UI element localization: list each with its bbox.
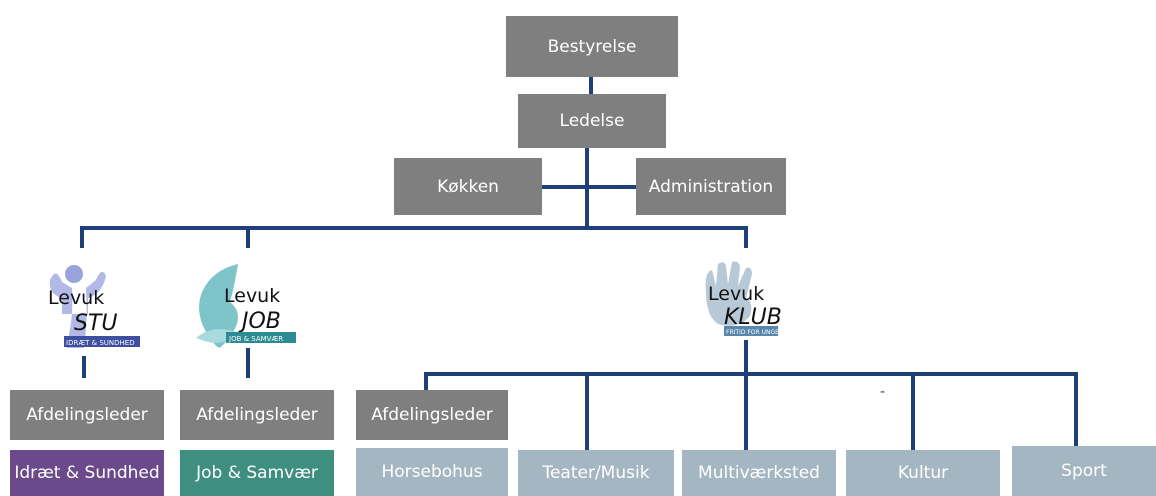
stray-dash-mark: -: [880, 384, 886, 400]
stu-unit-box: Idræt & Sundhed: [10, 450, 164, 496]
connector-department-bar: [80, 226, 748, 230]
klub-logo-word: KLUB: [724, 305, 782, 330]
connector-drop-klub: [744, 226, 748, 248]
connector-drop-leader-klub: [424, 372, 428, 390]
board-box: Bestyrelse: [506, 16, 678, 77]
connector-klub-stem: [744, 340, 748, 450]
connector-drop-job: [246, 226, 250, 248]
job-leaf-shape: [199, 264, 238, 348]
klub-unit-teater-musik: Teater/Musik: [518, 450, 674, 496]
job-unit-box: Job & Samvær: [180, 450, 334, 496]
management-box: Ledelse: [518, 94, 666, 148]
levuk-job-logo: Levuk JOB JOB & SAMVÆR: [196, 264, 296, 348]
connector-drop-stu: [80, 226, 84, 248]
stu-department-leader-box: Afdelingsleder: [10, 390, 164, 440]
klub-unit-kultur: Kultur: [846, 450, 1000, 496]
klub-tagline-bar: [724, 326, 778, 336]
connector-board-management: [589, 77, 593, 94]
connector-drop-kultur: [911, 372, 915, 450]
klub-hand-shape: [705, 261, 752, 326]
kitchen-box: Køkken: [394, 158, 542, 215]
connector-drop-teater: [585, 372, 589, 450]
stu-logo-word: STU: [74, 311, 118, 336]
job-logo-tagline: JOB & SAMVÆR: [228, 335, 283, 343]
stu-tagline-bar: [64, 336, 140, 347]
levuk-stu-logo: Levuk STU IDRÆT & SUNDHED: [48, 265, 140, 348]
klub-department-leader-box: Afdelingsleder: [356, 390, 508, 440]
job-department-leader-box: Afdelingsleder: [180, 390, 334, 440]
administration-box: Administration: [636, 158, 786, 215]
job-tagline-bar: [226, 332, 296, 343]
connector-klub-bar: [424, 372, 1078, 376]
klub-unit-horsebohus: Horsebohus: [356, 448, 508, 496]
connector-job-leader: [246, 348, 250, 378]
klub-logo-tagline: FRITID FOR UNGE: [726, 329, 779, 336]
klub-unit-multivaerksted: Multiværksted: [682, 450, 836, 496]
stu-figure-head: [65, 265, 83, 283]
connector-drop-sport: [1074, 372, 1078, 448]
job-logo-word: JOB: [238, 309, 281, 334]
stu-logo-tagline: IDRÆT & SUNDHED: [66, 339, 135, 347]
klub-logo-name: Levuk: [708, 283, 764, 305]
connector-staff-bar: [542, 185, 636, 189]
klub-unit-sport: Sport: [1012, 446, 1156, 496]
stu-logo-name: Levuk: [48, 287, 104, 309]
levuk-klub-logo: Levuk KLUB FRITID FOR UNGE: [705, 261, 782, 336]
connector-stu-leader: [82, 356, 86, 378]
job-logo-name: Levuk: [224, 285, 280, 307]
stu-figure-body: [49, 271, 106, 348]
